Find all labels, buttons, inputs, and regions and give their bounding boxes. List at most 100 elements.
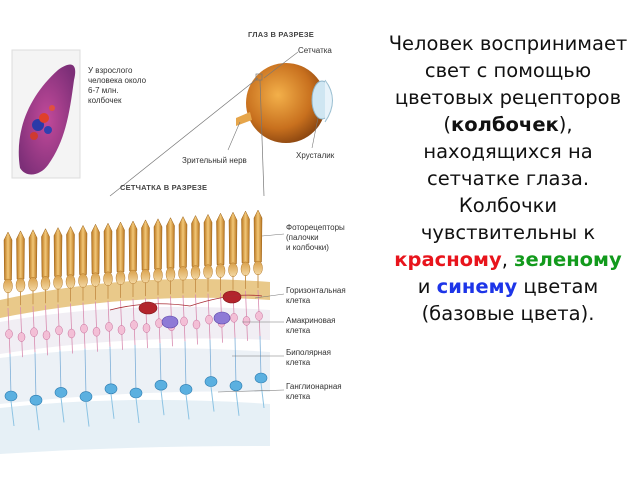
bipolar-dendrite: [120, 299, 123, 350]
bipolar-cell: [67, 328, 76, 339]
horizontal-cell-process: [109, 294, 263, 311]
photoreceptor-cell: [41, 228, 50, 278]
photoreceptor-body: [65, 274, 76, 289]
p2-comma: ,: [501, 248, 508, 271]
ganglion-axon: [185, 394, 190, 420]
label-leaders: [217, 233, 285, 393]
ganglion-dendrite: [209, 339, 212, 382]
ganglion-axon: [110, 393, 115, 419]
ganglion-dendrite: [134, 344, 137, 394]
bipolar-cell: [105, 322, 113, 332]
ganglion-cell: [204, 376, 218, 387]
photoreceptor-body: [215, 263, 226, 278]
photoreceptor-cell: [203, 213, 213, 266]
eye-section-heading: ГЛАЗ В РАЗРЕЗЕ: [248, 30, 314, 39]
bipolar-cell: [192, 319, 201, 330]
amacrine-cell: [161, 315, 179, 329]
bipolar-dendrite: [70, 303, 73, 354]
bipolar-cell: [255, 311, 263, 321]
bipolar-cell: [230, 313, 238, 323]
photoreceptor-body: [3, 278, 13, 294]
ganglion-cell: [79, 391, 93, 402]
ganglion-cell: [104, 383, 118, 395]
paragraph-cones-perception: Человек воспринимает свет с помощью цвет…: [386, 30, 630, 192]
bipolar-dendrite: [45, 305, 48, 356]
p2-text-end: цветам (базовые цвета).: [421, 275, 599, 325]
ganglion-cell: [129, 387, 143, 399]
ganglion-cell: [154, 379, 168, 391]
horizontal-cell-label: Горизонтальная клетка: [286, 286, 346, 305]
ganglion-cell: [179, 384, 193, 395]
ganglion-dendrite: [259, 335, 262, 379]
bipolar-cell: [5, 329, 13, 339]
photoreceptor-cell: [191, 214, 200, 267]
ganglion-cell-label: Ганглионарная клетка: [286, 382, 342, 401]
bipolar-dendrite: [20, 307, 23, 358]
ganglion-cell: [54, 387, 68, 398]
photoreceptor-cell: [128, 220, 138, 272]
retina-layers: [0, 279, 270, 454]
retina-diagram-drawing: [0, 49, 333, 454]
photoreceptor-body: [128, 269, 138, 285]
ganglion-axon: [235, 390, 240, 416]
photoreceptor-body: [203, 264, 213, 279]
p1-text-start: Человек воспринимает свет с помощью цвет…: [388, 32, 628, 136]
paragraph-cone-sensitivity: Колбочки чувствительны к красному, зелен…: [386, 192, 630, 327]
ganglion-dendrite: [34, 352, 37, 401]
bipolar-cell: [242, 316, 251, 326]
eye-cross-section: [109, 51, 333, 197]
photoreceptor-cell: [153, 218, 163, 270]
ganglion-axon: [85, 401, 90, 427]
ganglion-axon: [60, 397, 65, 423]
photoreceptor-body: [253, 260, 263, 276]
bipolar-dendrite: [95, 301, 98, 352]
ganglion-dendrite: [9, 353, 12, 397]
photoreceptor-cell: [166, 217, 175, 269]
photoreceptor-cell: [53, 227, 63, 277]
ganglion-dendrite: [159, 343, 162, 386]
ganglion-axon: [260, 382, 265, 409]
ganglion-axon: [210, 386, 215, 412]
photoreceptor-cell: [3, 231, 13, 281]
retina-section-heading: СЕТЧАТКА В РАЗРЕЗЕ: [120, 183, 208, 192]
photoreceptor-body: [228, 262, 238, 278]
retina-illustration: ГЛАЗ В РАЗРЕЗЕ Сетчатка Хрусталик Зрител…: [0, 30, 346, 454]
photoreceptor-cell: [66, 225, 75, 276]
photoreceptor-cell: [16, 230, 25, 280]
bipolar-cell: [117, 325, 126, 335]
bipolar-cell: [92, 326, 101, 337]
photoreceptor-body: [90, 272, 101, 287]
optic-nerve-label: Зрительный нерв: [182, 156, 247, 165]
retina-label: Сетчатка: [298, 46, 332, 55]
photoreceptor-body: [103, 271, 113, 287]
bipolar-cell: [30, 327, 38, 337]
ganglion-dendrite: [234, 337, 237, 386]
photoreceptor-cell: [241, 210, 250, 264]
explanation-text: Человек воспринимает свет с помощью цвет…: [386, 30, 630, 327]
photoreceptor-body: [15, 277, 26, 293]
photoreceptor-body: [53, 275, 63, 290]
cones-bold-word: колбочек: [451, 113, 559, 136]
amacrine-cell-label: Амакриновая клетка: [286, 316, 336, 335]
photoreceptor-body: [190, 265, 201, 280]
photoreceptor-cell: [178, 216, 188, 268]
ganglion-cell: [254, 372, 268, 384]
bipolar-cell: [42, 330, 51, 341]
p2-text-start: Колбочки чувствительны к: [420, 194, 596, 244]
photoreceptor-cell: [28, 229, 38, 279]
photoreceptor-body: [28, 276, 38, 292]
inset-caption: У взрослого человека около 6-7 млн. колб…: [88, 66, 147, 105]
photoreceptor-body: [178, 266, 188, 281]
cone-micrograph-inset: [11, 49, 81, 179]
horizontal-cell: [138, 301, 158, 315]
photoreceptor-cell: [253, 209, 263, 263]
ganglion-axon: [135, 397, 140, 424]
photoreceptors-label: Фоторецепторы (палочки и колбочки): [286, 223, 345, 252]
photoreceptor-body: [40, 276, 51, 291]
ganglion-dendrite: [59, 350, 62, 393]
photoreceptor-cell: [216, 212, 225, 265]
bipolar-cell: [55, 325, 63, 336]
photoreceptor-body: [165, 267, 176, 282]
ganglion-axon: [35, 405, 40, 431]
ganglion-cell: [4, 390, 18, 402]
